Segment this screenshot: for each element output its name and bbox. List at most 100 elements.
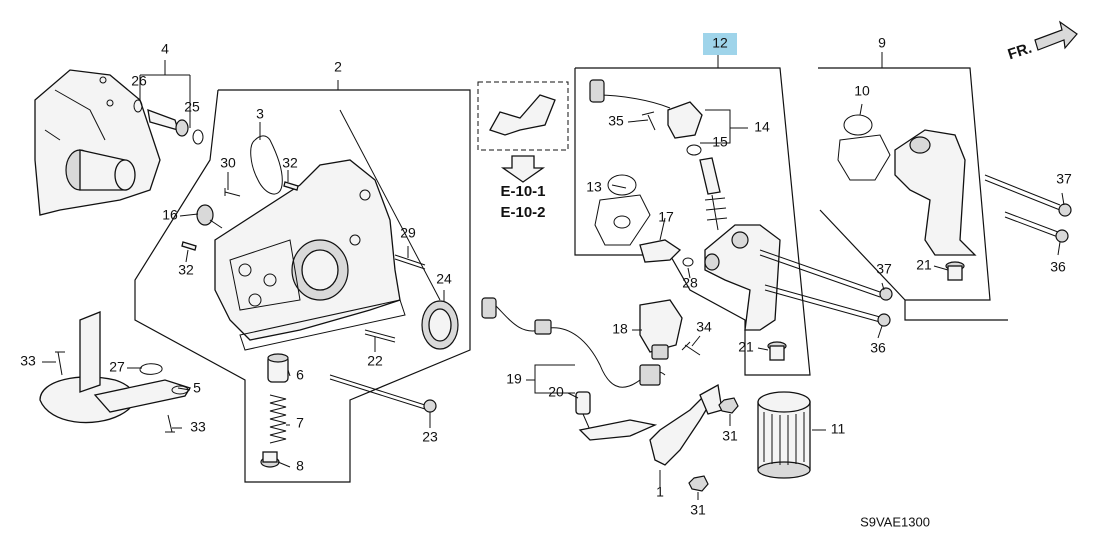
engine-block-part xyxy=(34,69,161,216)
fitting-16-part xyxy=(196,204,223,229)
bolt-33b-part xyxy=(165,414,175,433)
callout-9: 9 xyxy=(878,35,886,51)
callout-17: 17 xyxy=(658,209,674,225)
callout-5: 5 xyxy=(193,380,201,396)
relief-valve-6-part xyxy=(267,353,289,383)
callout-37b: 37 xyxy=(1056,171,1072,187)
bolt-37b-head-part xyxy=(1058,203,1072,217)
vtc-solenoid-harness-part xyxy=(589,79,703,139)
callout-20: 20 xyxy=(548,384,564,400)
leader-lines xyxy=(42,52,1065,500)
callout-37a: 37 xyxy=(876,261,892,277)
strainer-gasket-10-part xyxy=(837,114,891,181)
callout-25: 25 xyxy=(184,99,200,115)
callout-6: 6 xyxy=(296,367,304,383)
frame-reference-box xyxy=(477,81,569,151)
plug-8-part xyxy=(260,451,280,468)
callout-23: 23 xyxy=(422,429,438,445)
wire-harness-19-part xyxy=(481,297,666,388)
callout-22: 22 xyxy=(367,353,383,369)
spool-valve-part xyxy=(699,157,728,231)
callout-19: 19 xyxy=(506,371,522,387)
bolt-36b-head-part xyxy=(1055,229,1069,243)
callout-14: 14 xyxy=(754,119,770,135)
gasket-3-part xyxy=(250,135,283,195)
callout-16: 16 xyxy=(162,207,178,223)
callout-32b: 32 xyxy=(178,262,194,278)
sensor-20-part xyxy=(575,391,591,431)
oil-passage-9-part xyxy=(894,129,977,256)
callout-36a: 36 xyxy=(870,340,886,356)
callout-21a: 21 xyxy=(738,339,754,355)
bolt-37b-part xyxy=(984,174,1061,211)
nut-31b-part xyxy=(688,475,709,492)
oil-pump-body-part xyxy=(214,159,406,351)
bracket-1-part xyxy=(578,383,723,466)
front-direction-indicator: FR. xyxy=(1006,20,1078,63)
callout-29: 29 xyxy=(400,225,416,241)
plug-21-part xyxy=(767,341,787,361)
bolt-35-part xyxy=(641,111,656,131)
bolt-36-part xyxy=(764,284,881,323)
sensor-18-part xyxy=(639,299,683,360)
bolt-30-part xyxy=(224,188,241,197)
callout-31b: 31 xyxy=(690,502,706,518)
oil-seal-24-part xyxy=(421,300,459,350)
diagram-code: S9VAE1300 xyxy=(860,514,930,529)
frame-solenoid-group xyxy=(574,67,811,376)
reference-arrow-icon xyxy=(500,155,546,183)
callout-31a: 31 xyxy=(722,428,738,444)
callout-1: 1 xyxy=(656,484,664,500)
callout-33a: 33 xyxy=(20,353,36,369)
callout-3: 3 xyxy=(256,106,264,122)
nut-31a-part xyxy=(718,397,739,414)
sensor-17-part xyxy=(639,239,694,267)
callout-15: 15 xyxy=(712,134,728,150)
callout-11: 11 xyxy=(831,421,846,437)
bolt-36b-part xyxy=(1004,211,1059,238)
oil-pressure-switch-part xyxy=(133,99,204,145)
highlight-box-12 xyxy=(703,33,737,55)
bolt-37-head-part xyxy=(879,287,893,301)
callout-4: 4 xyxy=(161,41,169,57)
callout-35: 35 xyxy=(608,113,624,129)
bolt-34-part xyxy=(681,341,701,356)
callout-12: 12 xyxy=(712,35,728,51)
bolt-23-part xyxy=(329,374,437,413)
callout-33b: 33 xyxy=(190,419,206,435)
spring-7-part xyxy=(269,394,287,444)
callout-18: 18 xyxy=(612,321,628,337)
callout-30: 30 xyxy=(220,155,236,171)
callout-26: 26 xyxy=(131,73,147,89)
strainer-13-part xyxy=(594,174,651,246)
callout-2: 2 xyxy=(334,59,342,75)
callout-7: 7 xyxy=(296,415,304,431)
reference-code-2: E-10-2 xyxy=(500,204,545,221)
callout-34: 34 xyxy=(696,319,712,335)
plug-21b-part xyxy=(945,261,965,281)
callout-13: 13 xyxy=(586,179,602,195)
callout-32a: 32 xyxy=(282,155,298,171)
callout-8: 8 xyxy=(296,458,304,474)
callout-28: 28 xyxy=(682,275,698,291)
reference-code-1: E-10-1 xyxy=(500,183,545,200)
callout-36b: 36 xyxy=(1050,259,1066,275)
oil-filter-11-part xyxy=(757,391,811,479)
bolt-37-part xyxy=(759,249,881,298)
o-ring-15-part xyxy=(686,144,702,156)
callout-21b: 21 xyxy=(916,257,932,273)
reference-bracket-part xyxy=(489,94,556,136)
gasket-27-part xyxy=(139,363,163,375)
callout-10: 10 xyxy=(854,83,870,99)
callout-27: 27 xyxy=(109,359,125,375)
pin-32b-part xyxy=(181,241,197,251)
stud-29-part xyxy=(394,254,426,270)
pin-32a-part xyxy=(283,181,299,191)
frame-oil-pump-group xyxy=(134,89,471,483)
frame-bracket-group xyxy=(819,209,906,301)
callout-24: 24 xyxy=(436,271,452,287)
frame-strainer-group xyxy=(818,67,1008,321)
oil-strainer-5-part xyxy=(39,311,191,424)
bolt-22-part xyxy=(364,329,396,343)
